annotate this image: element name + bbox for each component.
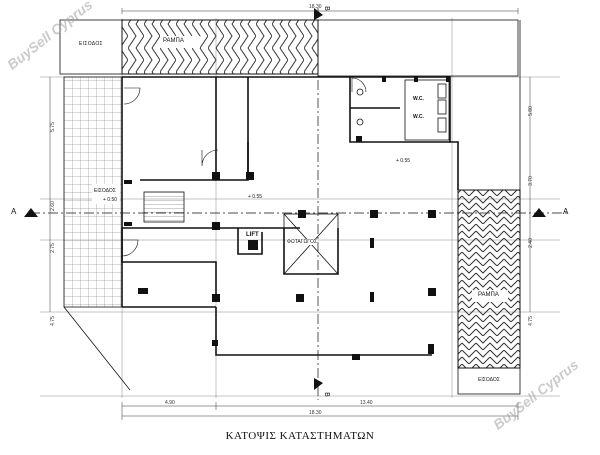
dim-right-4: 4.75 <box>527 316 534 326</box>
dim-left-4: 4.75 <box>49 316 56 326</box>
entrance-label-left: ΕΙΣΟΔΟΣ <box>94 188 116 194</box>
wc-label-2: W.C. <box>413 114 424 120</box>
wc-fixtures <box>356 79 450 141</box>
dim-left-3: 2.75 <box>49 243 56 253</box>
drawing-title: ΚΑΤΟΨΙΣ ΚΑΤΑΣΤΗΜΑΤΩΝ <box>225 430 375 442</box>
dim-right-2: 3.70 <box>527 176 534 186</box>
dim-right-3: 2.40 <box>527 238 534 248</box>
section-b-top-label: B <box>322 6 330 11</box>
level-marker-2: + 0.55 <box>396 158 411 164</box>
dimension-lines <box>49 8 531 420</box>
dim-bottom-left: 4.90 <box>165 400 175 406</box>
dim-bottom-total: 18.30 <box>309 410 322 416</box>
section-a-left-label: A <box>11 207 17 216</box>
ramp-label-top: ΡΑΜΠΑ <box>163 38 184 44</box>
ramp-top <box>121 19 319 75</box>
dim-left-1: 5.75 <box>49 122 56 132</box>
lift-label: LIFT <box>246 232 259 238</box>
entrance-top-area <box>59 19 123 75</box>
skylight-label: ΦΩΤΑΓΩΓΟΣ <box>287 239 317 245</box>
section-a-right-label: A <box>563 207 569 216</box>
ramp-right <box>457 189 521 369</box>
top-right-area <box>317 19 519 77</box>
dim-top-total: 18.30 <box>309 4 322 10</box>
ramp-label-right: ΡΑΜΠΑ <box>478 292 499 298</box>
entrance-bottom-area <box>457 367 521 395</box>
entrance-label-bottom: ΕΙΣΟΔΟΣ <box>478 377 500 383</box>
columns <box>124 76 450 360</box>
section-b-bottom-label: B <box>322 392 330 397</box>
level-marker-3: + 0.50 <box>103 197 118 203</box>
entrance-label-top: ΕΙΣΟΔΟΣ <box>79 41 103 47</box>
dim-bottom-right: 13.40 <box>360 400 373 406</box>
door-swings <box>121 77 367 257</box>
wc-label-1: W.C. <box>413 96 424 102</box>
dim-right-1: 5.80 <box>527 106 534 116</box>
level-marker-1: + 0.55 <box>248 194 263 200</box>
stairs <box>143 191 185 223</box>
dim-left-2: 2.60 <box>49 201 56 211</box>
